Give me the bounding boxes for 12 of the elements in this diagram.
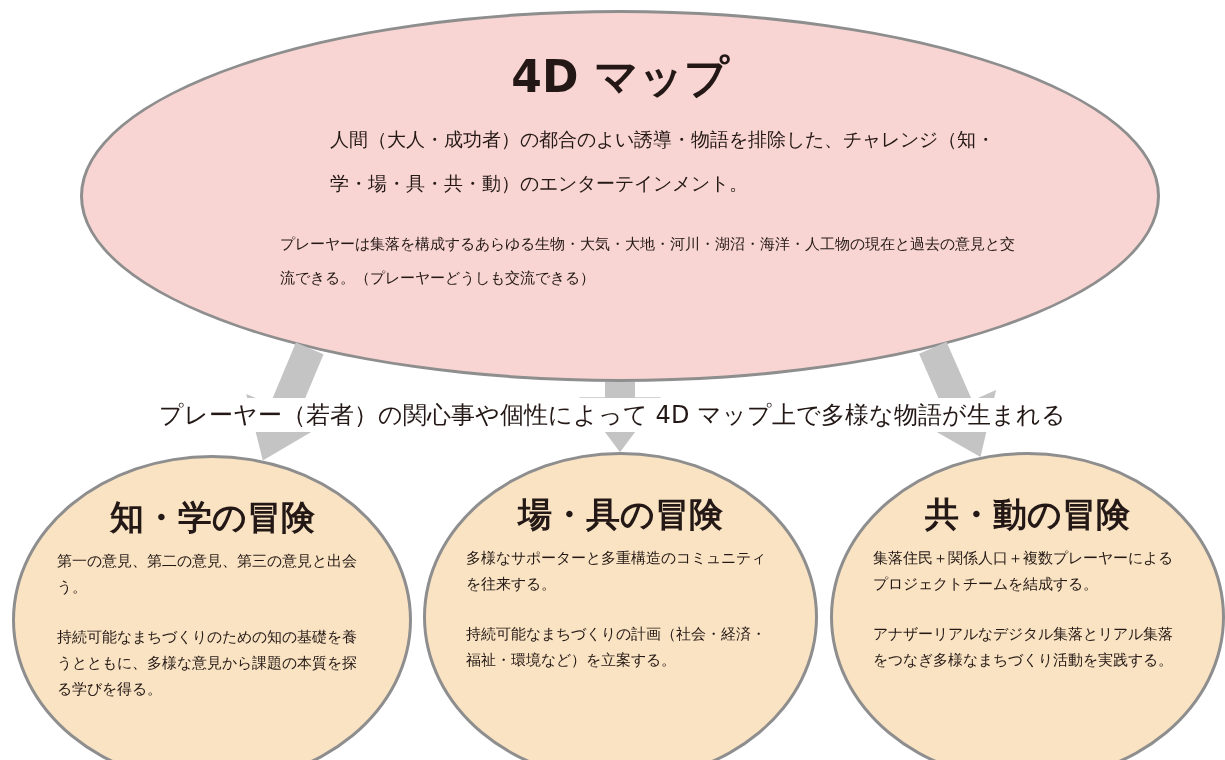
description: 持続可能なまちづくりの計画（社会・経済・福祉・環境など）を立案する。	[465, 624, 767, 671]
heading: 共・動の冒険	[925, 493, 1130, 535]
description: アナザーリアルなデジタル集落とリアル集落をつなぎ多様なまちづくり活動を実践する。	[872, 624, 1174, 671]
description: 第一の意見、第二の意見、第三の意見と出会う。	[57, 551, 358, 598]
title: 4D マップ	[511, 51, 729, 103]
description: 人間（大人・成功者）の都合のよい誘導・物語を排除した、チャレンジ（知・学・場・具・共・動）のエンターテインメント。	[330, 127, 996, 196]
description: 集落住民＋関係人口＋複数プレーヤーによるプロジェクトチームを結成する。	[872, 548, 1174, 595]
heading: 知・学の冒険	[109, 496, 315, 538]
description: 持続可能なまちづくりのための知の基礎を養うとともに、多様な意見から課題の本質を探る学びを得る。	[57, 627, 358, 700]
description: プレーヤーは集落を構成するあらゆる生物・大気・大地・河川・湖沼・海洋・人工物の現在と過去の意見と交流できる。（プレーヤーどうしも交流できる）	[280, 234, 1016, 289]
description: 多様なサポーターと多重構造のコミュニティを往来する。	[465, 548, 767, 595]
heading: 場・具の冒険	[518, 493, 723, 535]
